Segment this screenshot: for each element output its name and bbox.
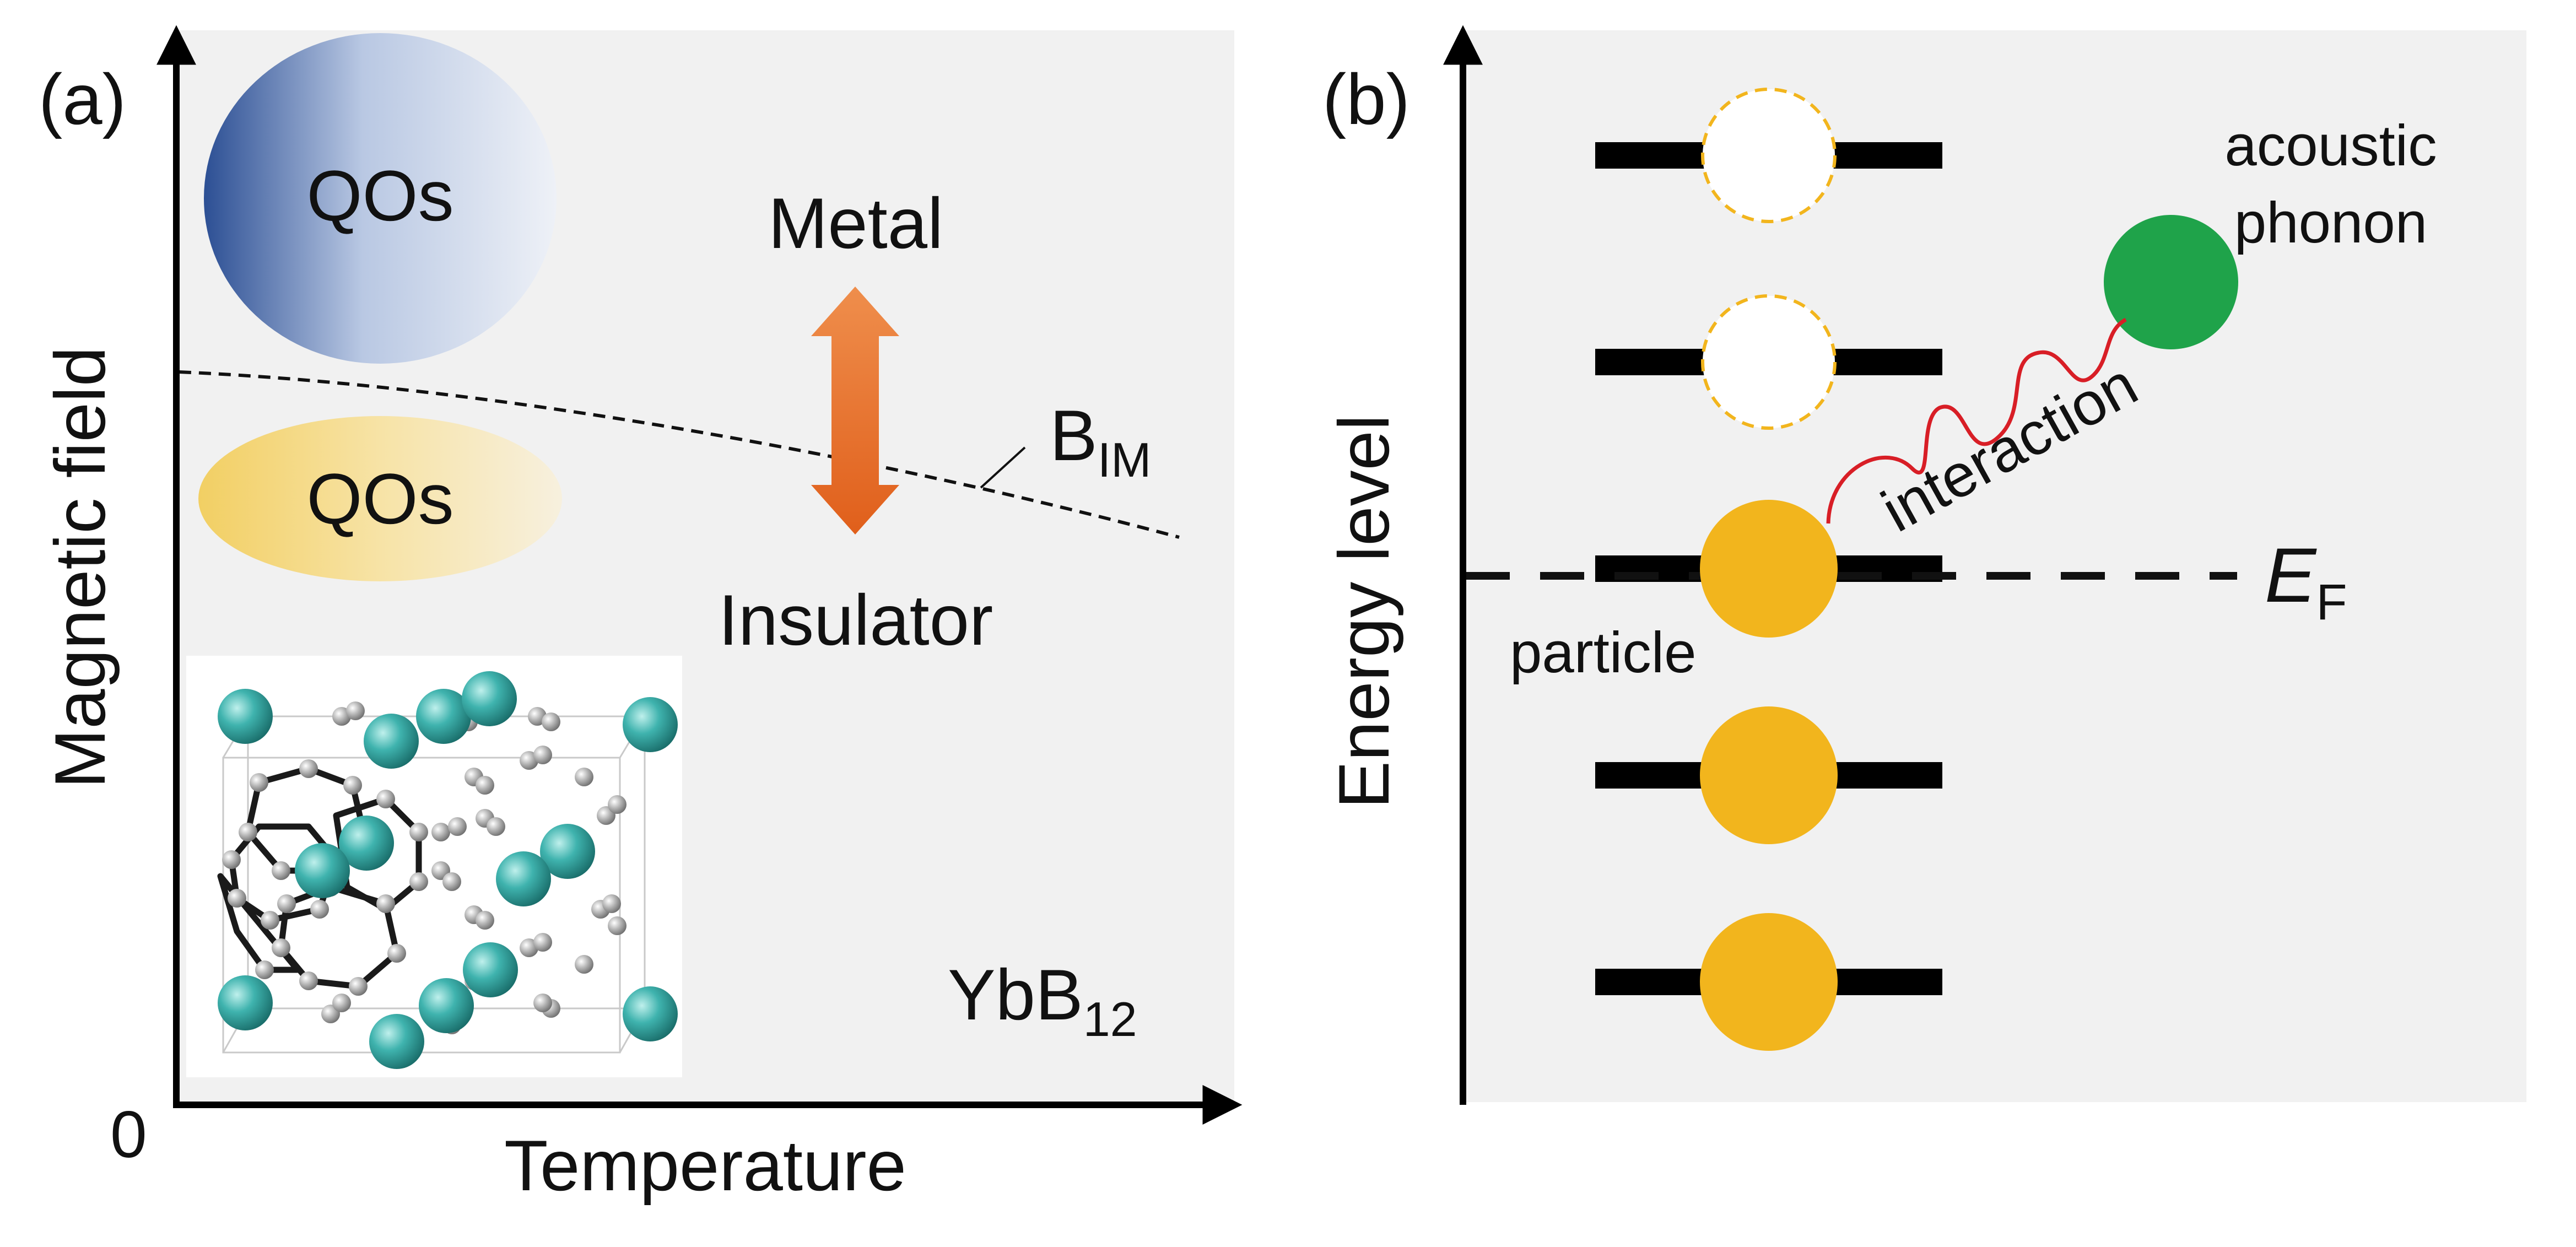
panel-b-label: (b)	[1322, 59, 1410, 139]
interaction-wave	[1826, 317, 2127, 524]
boundary-label: BIM	[1050, 395, 1151, 487]
qos-low-field-region	[198, 416, 562, 581]
empty-state	[1701, 294, 1837, 430]
ytterbium-atoms	[218, 671, 678, 1069]
phonon-label-line1: acoustic	[2224, 114, 2437, 178]
boron-atoms	[222, 701, 627, 1034]
qos-low-label: QOs	[306, 458, 453, 539]
insulator-label: Insulator	[719, 580, 993, 660]
panel-b: (b) Energy level EF particle interaction…	[1322, 25, 2526, 1105]
y-axis-label: Magnetic field	[40, 347, 120, 789]
material-label: YbB12	[948, 954, 1137, 1046]
empty-state	[1701, 88, 1837, 223]
acoustic-phonon	[2104, 215, 2238, 349]
origin-label: 0	[110, 1098, 147, 1172]
particle	[1700, 706, 1838, 844]
particle-label: particle	[1510, 620, 1696, 685]
x-axis-label: Temperature	[504, 1125, 906, 1206]
metal-insulator-arrow	[811, 287, 899, 535]
boundary-leader-line	[980, 446, 1026, 489]
particle	[1700, 500, 1838, 638]
qos-high-label: QOs	[306, 155, 453, 236]
metal-label: Metal	[768, 183, 943, 263]
phonon-label-line2: phonon	[2234, 191, 2427, 255]
panel-a-label: (a)	[39, 59, 126, 139]
crystal-structure-inset	[186, 656, 682, 1077]
qos-high-field-region	[204, 33, 557, 364]
particle	[1700, 913, 1838, 1051]
metal-insulator-boundary	[179, 370, 1180, 539]
energy-axis-label: Energy level	[1324, 414, 1404, 808]
fermi-level-label: EF	[2265, 532, 2347, 630]
panel-a: (a) QOs QOs Metal Insulator BIM YbB12 0 …	[39, 25, 1243, 1206]
